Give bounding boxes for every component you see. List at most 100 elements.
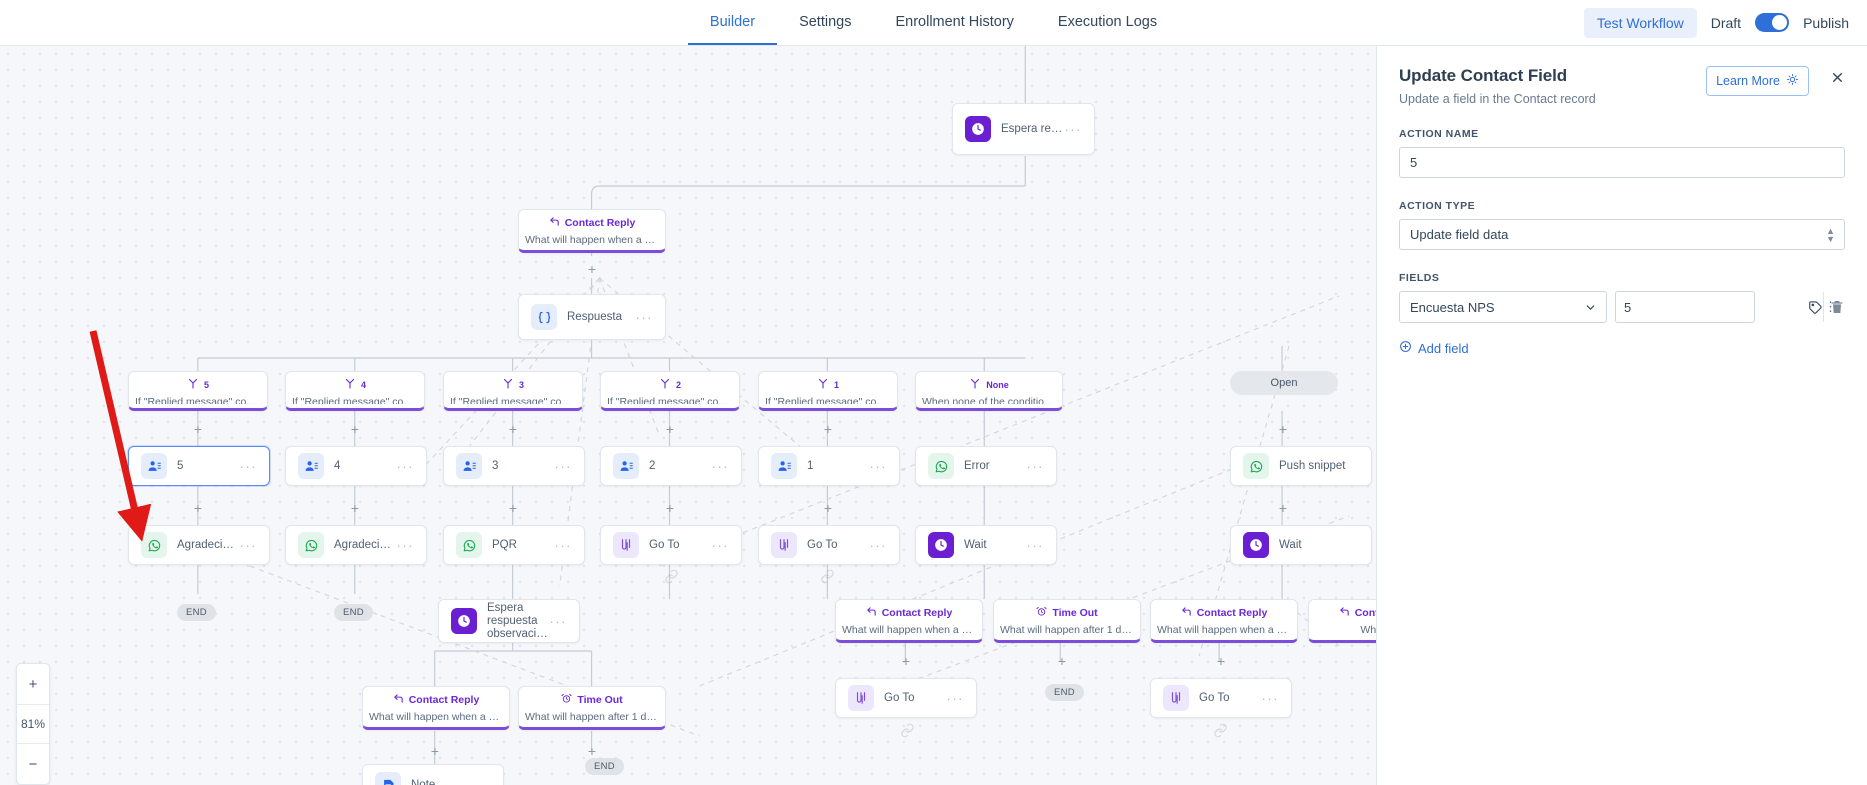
- branch-card-5[interactable]: 5 If "Replied message" contains "5": [128, 371, 268, 411]
- add-step-plus-icon[interactable]: +: [508, 421, 518, 437]
- clock-icon: [965, 116, 991, 142]
- open-pill[interactable]: Open: [1230, 371, 1338, 395]
- trigger-contact-reply-top[interactable]: Contact Reply What will happen when a co…: [518, 209, 666, 253]
- add-step-plus-icon[interactable]: +: [1278, 421, 1288, 437]
- publish-toggle[interactable]: [1755, 13, 1790, 32]
- tag-icon[interactable]: [1808, 300, 1823, 315]
- add-step-plus-icon[interactable]: +: [901, 653, 911, 669]
- node-goto-4[interactable]: Go To ···: [1150, 678, 1292, 718]
- add-step-plus-icon[interactable]: +: [587, 743, 597, 759]
- node-menu-icon[interactable]: ···: [239, 458, 257, 474]
- node-espera-respuesta[interactable]: Espera respuesta ···: [952, 103, 1095, 155]
- node-wa-push-snippet[interactable]: Push snippet: [1230, 446, 1372, 486]
- node-menu-icon[interactable]: ···: [396, 458, 414, 474]
- contact-icon: [456, 453, 482, 479]
- add-step-plus-icon[interactable]: +: [350, 500, 360, 516]
- node-wa-agradecimiento-1[interactable]: Agradecimiento ···: [128, 525, 270, 565]
- node-contact-3[interactable]: 3 ···: [443, 446, 585, 486]
- branch-card-3[interactable]: 3 If "Replied message" contains "3": [443, 371, 583, 411]
- node-menu-icon[interactable]: ···: [869, 458, 887, 474]
- node-menu-icon[interactable]: ···: [473, 777, 491, 785]
- add-step-plus-icon[interactable]: +: [193, 421, 203, 437]
- branch-card-4[interactable]: 4 If "Replied message" contains "4": [285, 371, 425, 411]
- branch-icon: [817, 377, 829, 393]
- field-more-options-icon[interactable]: ⋮: [1823, 292, 1837, 322]
- node-respuesta[interactable]: Respuesta ···: [518, 294, 666, 340]
- zoom-level-label[interactable]: 81%: [17, 704, 49, 744]
- field-value-input[interactable]: [1616, 292, 1808, 322]
- add-step-plus-icon[interactable]: +: [350, 421, 360, 437]
- add-step-plus-icon[interactable]: +: [823, 500, 833, 516]
- add-step-plus-icon[interactable]: +: [1057, 653, 1067, 669]
- node-wa-pqr[interactable]: PQR ···: [443, 525, 585, 565]
- node-goto-2[interactable]: Go To ···: [758, 525, 900, 565]
- action-name-input[interactable]: [1399, 147, 1845, 178]
- test-workflow-button[interactable]: Test Workflow: [1583, 7, 1697, 38]
- node-menu-icon[interactable]: ···: [1026, 537, 1044, 553]
- tab-builder[interactable]: Builder: [687, 0, 778, 45]
- add-step-plus-icon[interactable]: +: [430, 743, 440, 759]
- tab-execution-logs[interactable]: Execution Logs: [1036, 0, 1179, 45]
- goto-icon: [771, 532, 797, 558]
- node-label: Respuesta: [567, 311, 622, 323]
- trigger-contact-reply-d[interactable]: Contact Reply What w...: [1308, 599, 1376, 643]
- add-step-plus-icon[interactable]: +: [665, 421, 675, 437]
- trigger-contact-reply-a[interactable]: Contact Reply What will happen when a co…: [362, 686, 510, 730]
- learn-more-button[interactable]: Learn More: [1706, 66, 1809, 96]
- add-step-plus-icon[interactable]: +: [587, 261, 597, 277]
- node-contact-1[interactable]: 1 ···: [758, 446, 900, 486]
- trigger-contact-reply-c[interactable]: Contact Reply What will happen when a co…: [1150, 599, 1298, 643]
- node-menu-icon[interactable]: ···: [1026, 458, 1044, 474]
- branch-card-1[interactable]: 1 If "Replied message" contains "1": [758, 371, 898, 411]
- node-menu-icon[interactable]: ···: [1064, 121, 1082, 137]
- tab-settings[interactable]: Settings: [777, 0, 873, 45]
- node-wa-error[interactable]: Error ···: [915, 446, 1057, 486]
- trigger-timeout-a[interactable]: Time Out What will happen after 1 days: [518, 686, 666, 730]
- node-menu-icon[interactable]: ···: [554, 537, 572, 553]
- add-step-plus-icon[interactable]: +: [823, 421, 833, 437]
- node-menu-icon[interactable]: ···: [396, 537, 414, 553]
- node-menu-icon[interactable]: ···: [635, 309, 653, 325]
- zoom-controls[interactable]: + 81% −: [16, 663, 50, 785]
- delete-field-icon[interactable]: [1829, 299, 1845, 315]
- node-goto-1[interactable]: Go To ···: [600, 525, 742, 565]
- node-contact-5[interactable]: 5 ···: [128, 446, 270, 486]
- node-note[interactable]: Note ···: [362, 764, 504, 785]
- alarm-icon: [561, 693, 572, 708]
- field-property-select[interactable]: Encuesta NPS: [1399, 291, 1607, 323]
- node-menu-icon[interactable]: ···: [869, 537, 887, 553]
- branch-card-none[interactable]: None When none of the conditions are met: [915, 371, 1063, 411]
- workflow-canvas[interactable]: Espera respuesta ··· Contact Reply What …: [0, 46, 1377, 785]
- trigger-contact-reply-b[interactable]: Contact Reply What will happen when a co…: [835, 599, 983, 643]
- add-step-plus-icon[interactable]: +: [1278, 500, 1288, 516]
- node-menu-icon[interactable]: ···: [711, 458, 729, 474]
- action-type-select[interactable]: Update field data: [1399, 219, 1845, 250]
- trigger-timeout-b[interactable]: Time Out What will happen after 1 days: [993, 599, 1141, 643]
- close-panel-button[interactable]: [1827, 67, 1847, 87]
- node-contact-4[interactable]: 4 ···: [285, 446, 427, 486]
- add-step-plus-icon[interactable]: +: [1216, 653, 1226, 669]
- node-wait-1[interactable]: Wait ···: [915, 525, 1057, 565]
- top-bar-actions: Test Workflow Draft Publish: [1583, 0, 1849, 45]
- add-field-button[interactable]: Add field: [1399, 340, 1845, 356]
- node-espera-respuesta-observaciones[interactable]: Espera respuesta observaciones ···: [438, 599, 580, 643]
- node-menu-icon[interactable]: ···: [711, 537, 729, 553]
- tab-enrollment-history[interactable]: Enrollment History: [873, 0, 1035, 45]
- node-menu-icon[interactable]: ···: [1261, 690, 1279, 706]
- zoom-out-button[interactable]: −: [28, 755, 38, 773]
- node-wait-2[interactable]: Wait: [1230, 525, 1372, 565]
- branch-card-2[interactable]: 2 If "Replied message" contains "2": [600, 371, 740, 411]
- node-menu-icon[interactable]: ···: [554, 458, 572, 474]
- node-menu-icon[interactable]: ···: [549, 613, 567, 629]
- node-menu-icon[interactable]: ···: [946, 690, 964, 706]
- add-step-plus-icon[interactable]: +: [665, 500, 675, 516]
- branch-badge: 5: [203, 380, 209, 390]
- branch-badge: 1: [833, 380, 839, 390]
- add-step-plus-icon[interactable]: +: [193, 500, 203, 516]
- node-wa-agradecimiento-2[interactable]: Agradecimiento ···: [285, 525, 427, 565]
- node-contact-2[interactable]: 2 ···: [600, 446, 742, 486]
- node-menu-icon[interactable]: ···: [239, 537, 257, 553]
- zoom-in-button[interactable]: +: [28, 675, 38, 693]
- add-step-plus-icon[interactable]: +: [508, 500, 518, 516]
- node-goto-3[interactable]: Go To ···: [835, 678, 977, 718]
